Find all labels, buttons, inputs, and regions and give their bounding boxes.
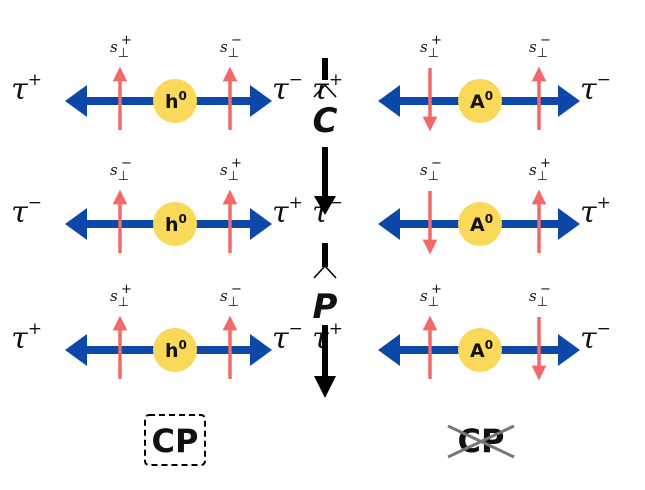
operator-hat bbox=[313, 83, 337, 98]
decay-panel: s⊥+s⊥−A0τ+τ− bbox=[312, 282, 611, 381]
tau-right-arrowhead bbox=[558, 334, 580, 366]
operator-arrow-head bbox=[314, 376, 336, 398]
decay-panel: s⊥− s⊥+ h0 τ− τ+ bbox=[11, 156, 303, 253]
spin-label: s⊥− bbox=[529, 33, 551, 61]
panels: s⊥+s⊥−h0τ+τ−s⊥+s⊥−A0τ+τ−s⊥−s⊥+h0τ−τ+s⊥−s… bbox=[11, 33, 611, 381]
decay-panel: s⊥+s⊥−A0τ+τ− bbox=[312, 33, 611, 132]
spin-label: s⊥+ bbox=[220, 156, 242, 184]
tau-left-label: τ+ bbox=[11, 70, 42, 107]
tau-left-arrowhead bbox=[378, 334, 400, 366]
spin-label: s⊥+ bbox=[110, 33, 132, 61]
boson-circle bbox=[153, 202, 197, 246]
tau-right-label: τ− bbox=[580, 319, 611, 356]
operator-arrow-head bbox=[314, 196, 336, 215]
boson-circle bbox=[458, 79, 502, 123]
tau-right-arrowhead bbox=[558, 85, 580, 117]
boson-circle bbox=[153, 79, 197, 123]
operator-hat bbox=[313, 264, 337, 279]
spin-label: s⊥− bbox=[110, 156, 132, 184]
decay-panel: s⊥−s⊥+A0τ−τ+ bbox=[312, 156, 611, 255]
tau-left-label: τ+ bbox=[11, 319, 42, 356]
boson-label: A0 bbox=[470, 212, 493, 236]
operator-c: C bbox=[313, 101, 338, 141]
tau-right-label: τ− bbox=[272, 70, 303, 107]
cp-conserved-label: CP bbox=[152, 422, 199, 460]
tau-right-label: τ+ bbox=[580, 193, 611, 230]
tau-left-arrowhead bbox=[65, 85, 87, 117]
boson-label: A0 bbox=[470, 89, 493, 113]
boson-label: A0 bbox=[470, 338, 493, 362]
tau-left-arrowhead bbox=[378, 208, 400, 240]
spin-label: s⊥− bbox=[420, 156, 442, 184]
boson-label: h0 bbox=[165, 338, 187, 362]
spin-label: s⊥− bbox=[529, 282, 551, 310]
tau-right-arrowhead bbox=[558, 208, 580, 240]
boson-circle bbox=[153, 328, 197, 372]
spin-label: s⊥− bbox=[220, 33, 242, 61]
operator-p: P bbox=[313, 287, 338, 327]
boson-circle bbox=[458, 202, 502, 246]
spin-label: s⊥+ bbox=[529, 156, 551, 184]
spin-label: s⊥+ bbox=[110, 282, 132, 310]
tau-right-label: τ− bbox=[272, 319, 303, 356]
tau-right-arrowhead bbox=[250, 85, 272, 117]
spin-label: s⊥+ bbox=[420, 282, 442, 310]
spin-label: s⊥+ bbox=[420, 33, 442, 61]
tau-right-label: τ+ bbox=[272, 193, 303, 230]
tau-left-arrowhead bbox=[65, 208, 87, 240]
cp-box bbox=[144, 414, 206, 466]
tau-right-arrowhead bbox=[250, 208, 272, 240]
spin-label: s⊥− bbox=[220, 282, 242, 310]
tau-right-label: τ− bbox=[580, 70, 611, 107]
tau-left-label: τ− bbox=[11, 193, 42, 230]
tau-left-arrowhead bbox=[378, 85, 400, 117]
boson-label: h0 bbox=[165, 89, 187, 113]
tau-left-arrowhead bbox=[65, 334, 87, 366]
decay-panel: s⊥+ s⊥− h0 τ+ τ− bbox=[11, 282, 303, 379]
tau-right-arrowhead bbox=[250, 334, 272, 366]
strike-line bbox=[447, 424, 515, 459]
boson-circle bbox=[458, 328, 502, 372]
operator-column: CP bbox=[313, 58, 338, 398]
decay-panel: s⊥+ s⊥− h0 τ+ τ− bbox=[11, 33, 303, 130]
boson-label: h0 bbox=[165, 212, 187, 236]
